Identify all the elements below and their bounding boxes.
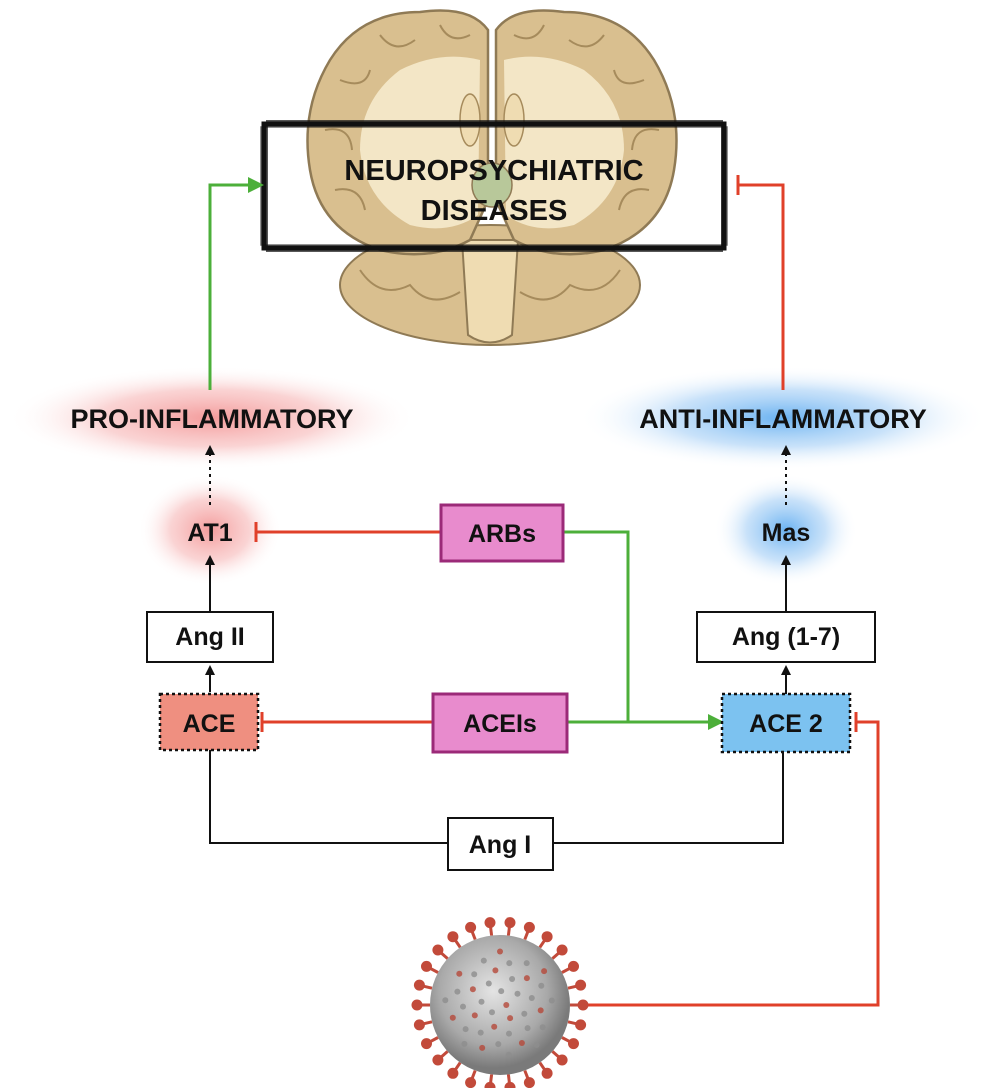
ang-ii-label: Ang II xyxy=(175,623,244,651)
ang-ii-box xyxy=(146,611,274,663)
pro-inflammatory-glow xyxy=(7,366,417,470)
at1-label: AT1 xyxy=(187,519,232,547)
ace-box xyxy=(158,692,260,752)
coronavirus-icon xyxy=(411,917,589,1088)
anti-inflammatory-label: ANTI-INFLAMMATORY xyxy=(639,404,926,434)
mas-label: Mas xyxy=(762,519,811,547)
ace-label: ACE xyxy=(183,710,236,738)
anti-inhibits-disease-line xyxy=(738,183,785,390)
aceis-box xyxy=(431,692,569,754)
ang-i-box xyxy=(447,817,554,871)
arbs-box xyxy=(439,503,565,563)
anti-inflammatory-glow xyxy=(578,366,988,470)
arbs-to-ace2-line xyxy=(563,530,630,722)
pro-inflammatory-label: PRO-INFLAMMATORY xyxy=(71,404,354,434)
aceis-label: ACEIs xyxy=(463,710,537,738)
ace2-label: ACE 2 xyxy=(749,710,823,738)
pro-to-disease-arrow xyxy=(208,177,264,390)
angi-to-ace2-line xyxy=(553,752,784,844)
title-line-2: DISEASES xyxy=(421,195,568,227)
mas-glow xyxy=(714,474,858,586)
arbs-label: ARBs xyxy=(468,520,536,548)
disease-title-box: NEUROPSYCHIATRIC DISEASES xyxy=(260,120,728,252)
ang-1-7-label: Ang (1-7) xyxy=(732,623,840,651)
angi-to-ace-line xyxy=(209,750,448,844)
at1-glow xyxy=(138,474,282,586)
ang-i-label: Ang I xyxy=(469,831,532,859)
virus-inhibits-ace2-line xyxy=(582,720,880,1007)
title-line-1: NEUROPSYCHIATRIC xyxy=(344,155,643,187)
ang-1-7-box xyxy=(696,611,876,663)
ace2-box xyxy=(720,692,852,754)
